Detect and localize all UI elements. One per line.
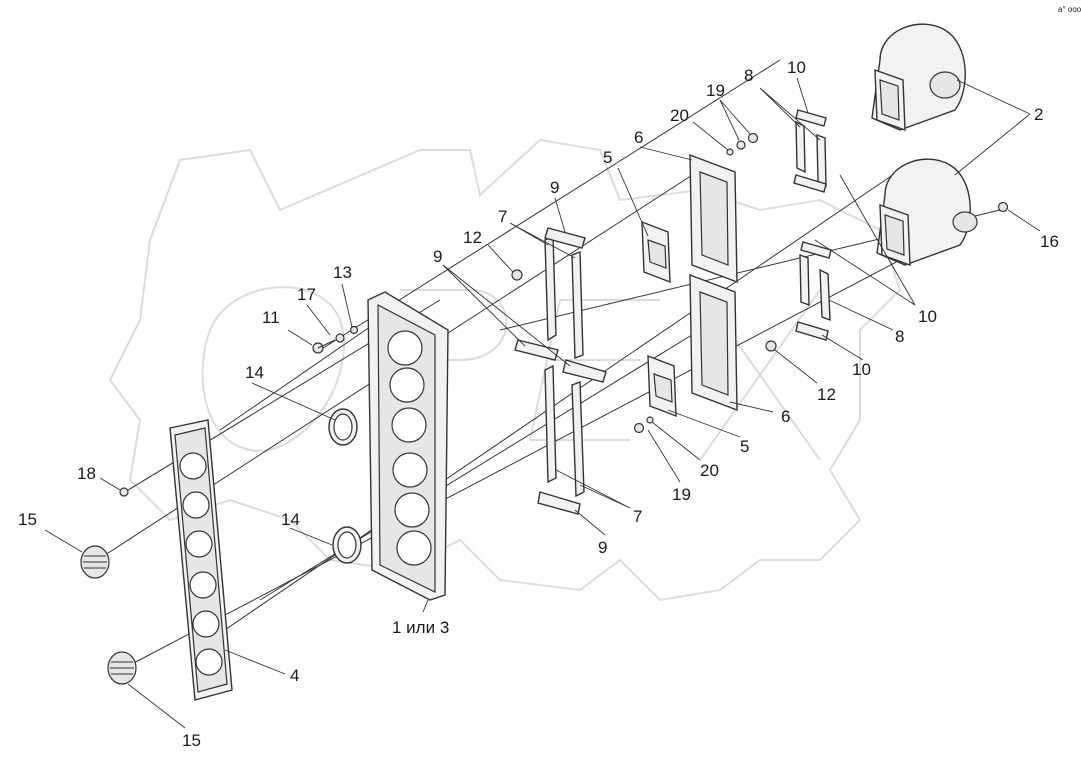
- label-11: 11: [262, 308, 280, 327]
- front-bezel-panel: [169, 419, 233, 701]
- label-20a: 20: [670, 106, 689, 125]
- label-10b: 10: [918, 307, 937, 326]
- label-7b: 7: [633, 507, 642, 526]
- label-19a: 19: [706, 81, 725, 100]
- label-6b: 6: [781, 407, 790, 426]
- label-7a: 7: [498, 207, 507, 226]
- label-17: 17: [297, 285, 316, 304]
- label-5b: 5: [740, 437, 749, 456]
- label-14b: 14: [281, 510, 300, 529]
- label-16: 16: [1040, 232, 1059, 251]
- pads-9: [514, 227, 607, 515]
- label-5a: 5: [603, 148, 612, 167]
- strips-7: [544, 234, 585, 498]
- leader-lines: [44, 77, 1041, 729]
- label-9b: 9: [433, 247, 442, 266]
- frames-6: [689, 153, 738, 412]
- screws: [119, 201, 1009, 497]
- label-10a: 10: [787, 58, 806, 77]
- label-12b: 12: [817, 385, 836, 404]
- blower-fans: [871, 23, 978, 267]
- brackets-5: [641, 220, 677, 418]
- corner-mark: a° ooo: [1058, 5, 1081, 14]
- label-18: 18: [77, 464, 96, 483]
- strips-8-pads-10: [793, 109, 832, 341]
- label-20b: 20: [700, 461, 719, 480]
- label-1-or-3: 1 или 3: [392, 618, 449, 637]
- callout-labels: 1 или 3 2 4 5 5 6 6 7 7 8 8 9 9 9 10 10 …: [18, 58, 1059, 750]
- label-19b: 19: [672, 485, 691, 504]
- nuts: [511, 132, 777, 434]
- label-12a: 12: [463, 228, 482, 247]
- label-6a: 6: [634, 128, 643, 147]
- label-9a: 9: [550, 178, 559, 197]
- label-10c: 10: [852, 360, 871, 379]
- label-14a: 14: [245, 363, 264, 382]
- rings: [328, 408, 362, 564]
- label-13: 13: [333, 263, 352, 282]
- label-2: 2: [1034, 105, 1043, 124]
- label-9c: 9: [598, 538, 607, 557]
- label-15b: 15: [182, 731, 201, 750]
- grilles: [80, 545, 137, 685]
- main-housing-panel: [367, 291, 449, 601]
- label-8a: 8: [744, 66, 753, 85]
- label-8b: 8: [895, 327, 904, 346]
- label-15a: 15: [18, 510, 37, 529]
- label-4: 4: [290, 666, 299, 685]
